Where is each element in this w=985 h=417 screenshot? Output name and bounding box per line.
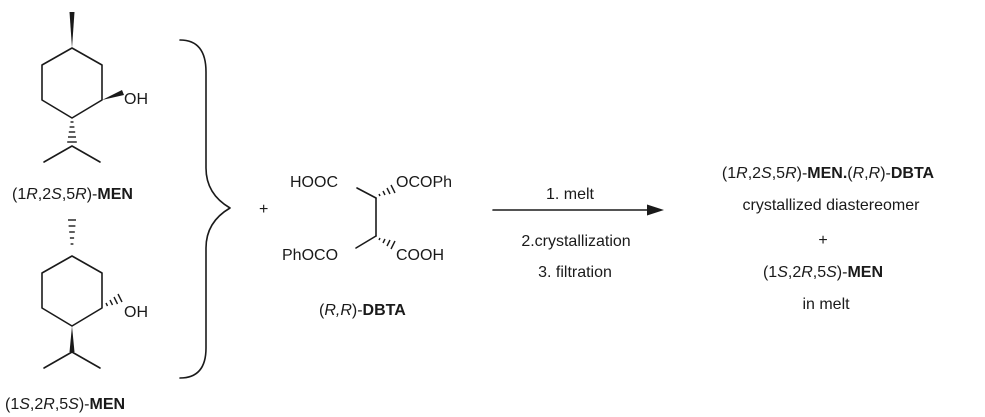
product-diastereomer-salt-label: (1R,2S,5R)-MEN.(R,R)-DBTA	[722, 165, 935, 182]
product-menthol-1s2r5s-label: (1S,2R,5S)-MEN	[763, 264, 883, 281]
menthol-1s2r5s-label: (1S,2R,5S)-MEN	[5, 396, 125, 413]
hydroxyl-label-1: OH	[124, 91, 148, 108]
phoco-label: PhOCO	[282, 247, 338, 264]
dbta-structure	[355, 184, 396, 250]
dbta-hashed-bond-upper	[378, 184, 396, 197]
methyl-wedge-bond	[69, 12, 75, 48]
hydroxyl-wedge-bond	[102, 90, 124, 100]
menthol-1s2r5s-structure	[41, 219, 123, 369]
plus-sign: +	[259, 201, 268, 218]
grouping-brace	[179, 39, 231, 379]
isopropyl-wedge-bond	[69, 326, 75, 352]
dbta-label: (R,R)-DBTA	[319, 302, 406, 319]
condition-step-1: 1. melt	[546, 186, 595, 203]
cooh-label: COOH	[396, 247, 444, 264]
methyl-hashed-bond	[68, 219, 76, 245]
product-plus-sign: +	[818, 232, 827, 249]
isopropyl-hashed-bond	[67, 121, 77, 143]
condition-step-2: 2.crystallization	[521, 233, 630, 250]
menthol-1r2s5r-label: (1R,2S,5R)-MEN	[12, 186, 133, 203]
dbta-hashed-bond-lower	[378, 237, 396, 250]
hydroxyl-label-2: OH	[124, 304, 148, 321]
hydroxyl-hashed-bond	[105, 293, 123, 307]
in-melt-text: in melt	[802, 296, 850, 313]
ocoph-label: OCOPh	[396, 174, 452, 191]
condition-step-3: 3. filtration	[538, 264, 612, 281]
reaction-arrow-head	[647, 204, 664, 216]
crystallized-diastereomer-text: crystallized diastereomer	[743, 197, 921, 214]
hooc-label: HOOC	[290, 174, 338, 191]
menthol-1r2s5r-structure	[41, 12, 124, 163]
